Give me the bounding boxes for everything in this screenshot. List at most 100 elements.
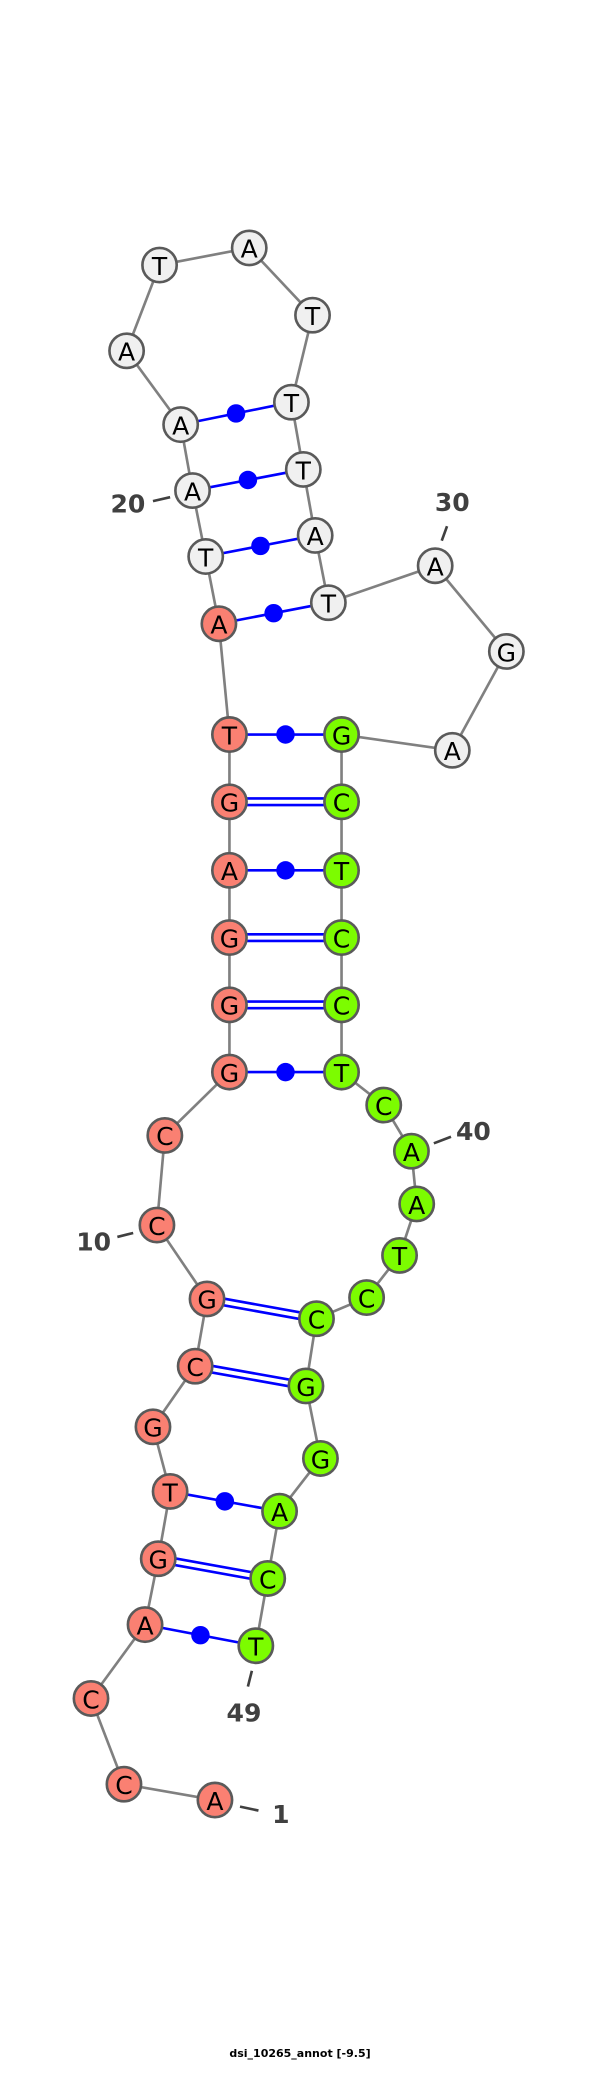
- nucleotide-circle: [323, 1053, 360, 1091]
- nucleotide-letter: G: [220, 789, 239, 818]
- nucleotide-circle: [487, 632, 525, 670]
- nucleotide-circle: [416, 547, 454, 585]
- nucleotide-letter: A: [172, 411, 189, 440]
- nucleotide-letter: A: [241, 235, 258, 264]
- nucleotide-circle: [284, 451, 322, 488]
- nucleotide-letter: T: [283, 389, 300, 418]
- pair-dot: [276, 1062, 295, 1082]
- base-pair-15-35: [229, 861, 342, 880]
- pair-dot: [226, 404, 246, 423]
- nucleotide-letter: G: [296, 1373, 315, 1402]
- nucleotide-24: A: [230, 229, 268, 267]
- nucleotide-39: C: [365, 1086, 403, 1124]
- nucleotide-20: A: [174, 472, 211, 510]
- nucleotide-letter: T: [295, 456, 312, 485]
- position-number: 49: [227, 1698, 262, 1727]
- nucleotide-letter: C: [333, 924, 351, 953]
- nucleotide-letter: A: [307, 522, 324, 551]
- nucleotide-5: G: [139, 1540, 177, 1578]
- nucleotide-circle: [210, 919, 248, 957]
- base-pair-20-27: [192, 468, 304, 492]
- nucleotide-circle: [301, 1440, 339, 1477]
- nucleotide-27: T: [284, 451, 322, 488]
- nucleotide-letter: C: [358, 1284, 376, 1313]
- base-pair-13-37: [229, 1000, 342, 1010]
- nucleotide-letter: A: [408, 1191, 425, 1220]
- nucleotide-circle: [392, 1132, 430, 1170]
- nucleotide-letter: A: [118, 338, 135, 367]
- nucleotide-circle: [298, 1300, 335, 1338]
- nucleotide-9: G: [188, 1280, 226, 1318]
- nucleotide-circle: [72, 1680, 110, 1717]
- nucleotide-letter: C: [186, 1353, 203, 1382]
- pair-dot: [251, 536, 270, 556]
- nucleotide-letter: A: [444, 737, 461, 766]
- nucleotide-25: T: [294, 296, 331, 334]
- nucleotide-14: G: [210, 919, 248, 957]
- nucleotide-circle: [134, 1408, 172, 1446]
- nucleotide-circle: [174, 472, 211, 510]
- nucleotide-26: T: [272, 383, 310, 421]
- nucleotide-11: C: [146, 1116, 184, 1154]
- base-pair-19-28: [205, 534, 316, 558]
- nucleotide-43: C: [348, 1279, 386, 1317]
- figure-title: dsi_10265_annot [-9.5]: [229, 2047, 371, 2060]
- nucleotide-16: G: [210, 783, 248, 821]
- base-pair-16-34: [229, 797, 342, 807]
- nucleotide-circle: [261, 1492, 299, 1530]
- nucleotide-letter: A: [427, 553, 444, 582]
- pair-dot: [191, 1625, 210, 1645]
- nucleotide-circle: [323, 851, 360, 889]
- nucleotide-letter: C: [333, 992, 351, 1021]
- nucleotide-letter: T: [161, 1478, 178, 1507]
- nucleotide-letter: C: [259, 1565, 277, 1594]
- base-pair-21-26: [180, 400, 292, 426]
- nucleotide-circle: [210, 716, 248, 753]
- nucleotide-circle: [323, 716, 360, 753]
- nucleotide-letter: G: [149, 1546, 168, 1575]
- nucleotide-letter: T: [304, 302, 321, 331]
- nucleotide-28: A: [296, 516, 334, 554]
- nucleotide-circle: [309, 584, 347, 622]
- pair-bond-line: [157, 1560, 268, 1584]
- nucleotide-circle: [105, 1765, 143, 1803]
- nucleotide-letter: T: [320, 589, 337, 618]
- pair-dot: [264, 603, 283, 623]
- nucleotide-10: C: [138, 1206, 176, 1244]
- position-tick: [152, 495, 171, 503]
- nucleotide-letter: G: [143, 1414, 162, 1443]
- nucleotide-6: T: [151, 1472, 189, 1510]
- backbone-segment: [327, 564, 436, 604]
- nucleotide-circle: [187, 538, 225, 575]
- nucleotide-circle: [210, 851, 248, 889]
- nucleotide-circle: [196, 1781, 234, 1819]
- nucleotide-circle: [433, 731, 471, 769]
- position-number: 1: [272, 1800, 289, 1829]
- nucleotide-29: T: [309, 584, 347, 622]
- nucleotide-circle: [151, 1472, 189, 1510]
- nucleotide-18: A: [200, 605, 238, 643]
- nucleotide-letter: C: [82, 1685, 100, 1714]
- pair-bond-line: [195, 1361, 307, 1385]
- nucleotide-letter: T: [221, 721, 238, 750]
- nucleotide-33: G: [323, 716, 360, 753]
- nucleotide-47: A: [261, 1492, 299, 1530]
- nucleotide-2: C: [105, 1765, 143, 1803]
- nucleotide-13: G: [210, 986, 248, 1024]
- nucleotide-letter: G: [220, 924, 239, 953]
- nucleotide-circle: [176, 1347, 214, 1385]
- nucleotide-circle: [287, 1367, 325, 1405]
- nucleotide-letter: A: [184, 477, 201, 506]
- nucleotide-letter: A: [271, 1498, 288, 1527]
- base-pair-6-47: [169, 1490, 280, 1513]
- base-pair-12-38: [229, 1062, 342, 1082]
- nucleotide-41: A: [398, 1185, 436, 1223]
- pair-bond-line: [158, 1554, 269, 1577]
- nucleotide-17: T: [210, 716, 248, 753]
- nucleotide-circle: [138, 1206, 176, 1244]
- nucleotide-8: C: [176, 1347, 214, 1385]
- base-pair-18-29: [218, 601, 329, 626]
- position-number: 30: [435, 488, 470, 517]
- nucleotide-22: A: [108, 332, 146, 370]
